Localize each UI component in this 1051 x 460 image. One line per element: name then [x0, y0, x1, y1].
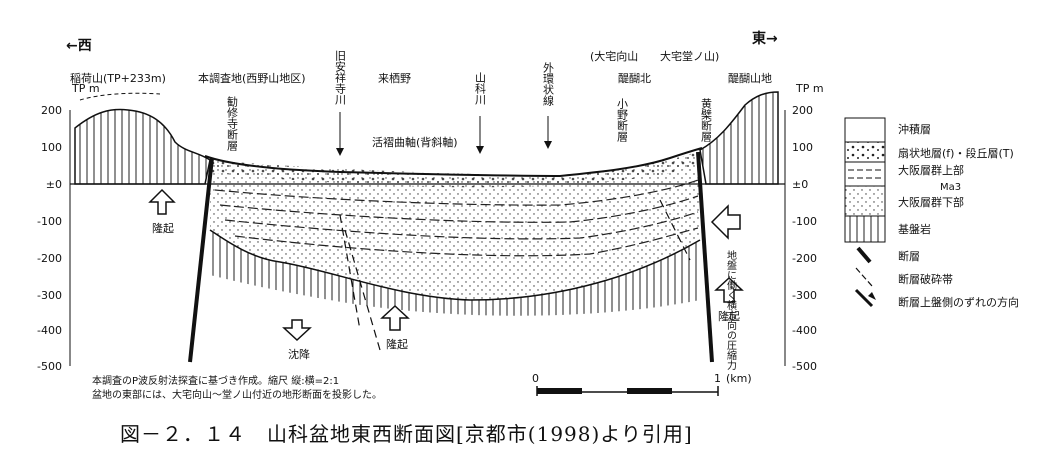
- right-axis: TP m 200 100 ±0 -100 -200 -300 -400 -500: [784, 82, 824, 373]
- right-axis-unit: TP m: [795, 82, 824, 95]
- arrow-stress: [710, 204, 741, 240]
- scale-zero: 0: [532, 372, 539, 385]
- left-tick-200: 200: [41, 104, 62, 117]
- label-ryuki-mid: 隆起: [386, 337, 408, 351]
- scale-bar: 0 1 (km): [532, 372, 752, 396]
- left-tick-m300: -300: [37, 289, 62, 302]
- right-tick-m200: -200: [792, 252, 817, 265]
- label-daigokita: 醍醐北: [618, 72, 651, 85]
- right-tick-100: 100: [792, 141, 813, 154]
- right-tick-m400: -400: [792, 324, 817, 337]
- left-tick-100: 100: [41, 141, 62, 154]
- figure-caption: 図－２．１４ 山科盆地東西断面図[京都市(1998)より引用]: [120, 422, 693, 446]
- label-ryuki-left: 隆起: [152, 221, 174, 235]
- label-obaku-fault: 黄檗断層: [700, 97, 713, 142]
- legend-item-3: Ma3: [940, 182, 961, 193]
- arrow-ryuki-mid: [380, 304, 410, 331]
- left-axis-unit: TP m: [71, 82, 100, 95]
- label-chinko: 沈降: [288, 347, 310, 361]
- basement-rock: [210, 230, 700, 316]
- legend-item-2: 大阪層群上部: [898, 163, 964, 177]
- label-ryuki-right: 隆起: [718, 309, 740, 323]
- legend-item-6: 断層: [898, 249, 920, 263]
- note-line1: 本調査のP波反射法探査に基づき作成。縮尺 縦:横=2:1: [92, 374, 339, 387]
- legend-item-5: 基盤岩: [898, 222, 931, 236]
- label-kanshuji-fault: 勧修寺断層: [226, 95, 239, 151]
- left-tick-m500: -500: [37, 360, 62, 373]
- label-kurusuno: 来栖野: [378, 71, 411, 85]
- arrow-chinko: [282, 319, 312, 342]
- label-inari: 稲荷山(TP+233m): [70, 72, 166, 85]
- right-tick-m500: -500: [792, 360, 817, 373]
- arrow-ryuki-left: [148, 188, 176, 215]
- label-otakumukai: (大宅向山: [590, 49, 638, 63]
- label-ono-fault: 小野断層: [616, 98, 629, 142]
- right-tick-0: ±0: [792, 178, 808, 191]
- right-mountain: [699, 91, 779, 185]
- left-axis: TP m 200 100 ±0 -100 -200 -300 -400 -500: [37, 82, 100, 373]
- label-yamashina: 山科川: [474, 72, 487, 105]
- left-tick-m100: -100: [37, 215, 62, 228]
- west-label: ←西: [66, 38, 92, 54]
- label-kasshokyoku: 活褶曲軸(背斜軸): [372, 135, 458, 149]
- kanshuji-fault-line: [188, 157, 214, 363]
- label-gaikan: 外環状線: [542, 62, 555, 106]
- label-kyuanshoji: 旧安祥寺川: [334, 50, 347, 105]
- legend-item-0: 沖積層: [898, 122, 931, 136]
- basin-bottom: [209, 229, 701, 301]
- right-tick-m100: -100: [792, 215, 817, 228]
- legend-item-4: 大阪層群下部: [898, 195, 964, 209]
- obaku-fault-line: [696, 151, 714, 363]
- faults: [188, 151, 714, 363]
- arrow-ryuki-right: [714, 276, 744, 303]
- note-line2: 盆地の東部には、大宅向山～堂ノ山付近の地形断面を投影した。: [92, 388, 382, 401]
- label-stress: 地盤に働く横方向の圧縮力: [725, 249, 737, 371]
- scale-unit: (km): [726, 372, 752, 385]
- fault-zone-dashes: [339, 199, 691, 351]
- right-tick-m300: -300: [792, 289, 817, 302]
- left-mountain-dash: [79, 92, 161, 101]
- left-tick-m400: -400: [37, 324, 62, 337]
- label-honchosa: 本調査地(西野山地区): [198, 71, 306, 85]
- label-otakudo: 大宅堂ノ山): [660, 49, 719, 63]
- scale-one: 1: [714, 372, 721, 385]
- left-tick-m200: -200: [37, 252, 62, 265]
- label-daigosanchi: 醍醐山地: [728, 72, 772, 85]
- east-label: 東→: [752, 30, 778, 47]
- basin-fill: [210, 150, 700, 300]
- legend-item-8: 断層上盤側のずれの方向: [898, 295, 1019, 309]
- legend-item-1: 扇状地層(f)・段丘層(T): [898, 146, 1014, 160]
- left-mountain: [74, 108, 211, 185]
- ground-surface: [204, 147, 703, 178]
- legend: 沖積層 扇状地層(f)・段丘層(T) 大阪層群上部 Ma3 大阪層群下部 基盤岩…: [844, 117, 1019, 309]
- right-tick-200: 200: [792, 104, 813, 117]
- legend-item-7: 断層破砕帯: [898, 272, 953, 286]
- left-tick-0: ±0: [46, 178, 62, 191]
